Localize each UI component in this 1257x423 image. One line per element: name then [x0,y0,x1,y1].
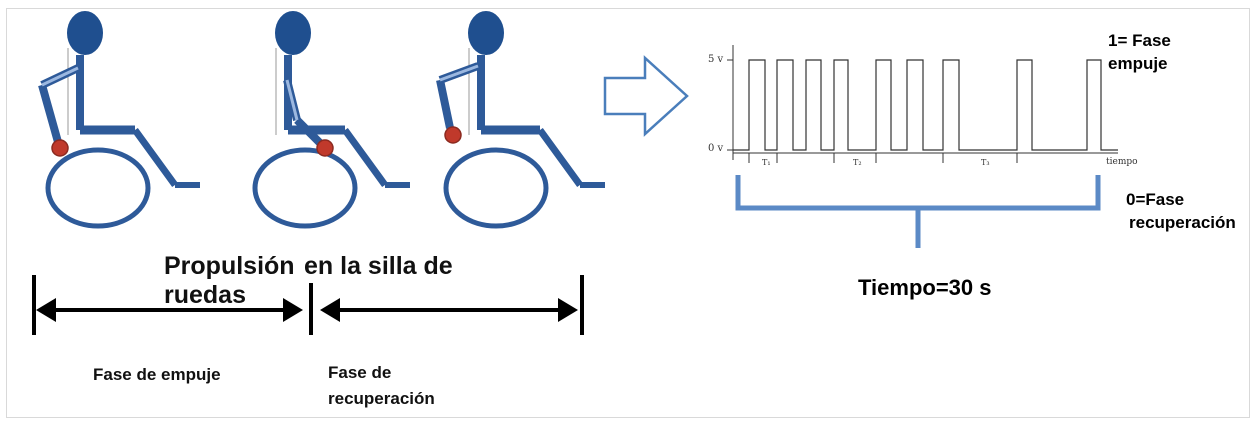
segment-label-t1: T₁ [762,158,771,167]
push-arrow-left-head [36,298,56,322]
right-arrow-outline-icon [603,55,689,137]
square-wave-signal [733,59,1118,151]
wheelchair-figure-1-icon [38,11,200,229]
legend-zero-line2: recuperación [1129,213,1236,232]
recovery-phase-label-line1: Fase de [328,363,392,382]
recovery-arrow-right-head [558,298,578,322]
legend-one-line1: 1= Fase [1108,31,1171,50]
recovery-phase-label-line2: recuperación [328,389,435,408]
push-phase-label: Fase de empuje [93,365,221,384]
diagram-title-part3: ruedas [164,281,246,309]
phase-arrows [32,275,584,335]
signal-chart [727,45,1118,163]
segment-label-t2: T₂ [853,158,862,167]
diagram-title-part2: en la silla de [304,252,453,280]
y-high-label: 5 v [708,54,724,65]
y-low-label: 0 v [708,143,724,154]
wheelchair-figure-2-icon [252,11,410,229]
legend-one-line2: empuje [1108,54,1168,73]
wheelchair-figure-3-icon [436,11,605,229]
segment-label-t3: T₃ [981,158,990,167]
push-arrow-right-head [283,298,303,322]
total-time-label: Tiempo=30 s [858,275,992,300]
time-brace [735,175,1101,248]
figure-frame [6,8,1250,418]
diagram-title-part1: Propulsión [164,252,295,280]
x-axis-label: tiempo [1106,157,1138,167]
recovery-arrow-left-head [320,298,340,322]
legend-zero-line1: 0=Fase [1126,190,1185,209]
